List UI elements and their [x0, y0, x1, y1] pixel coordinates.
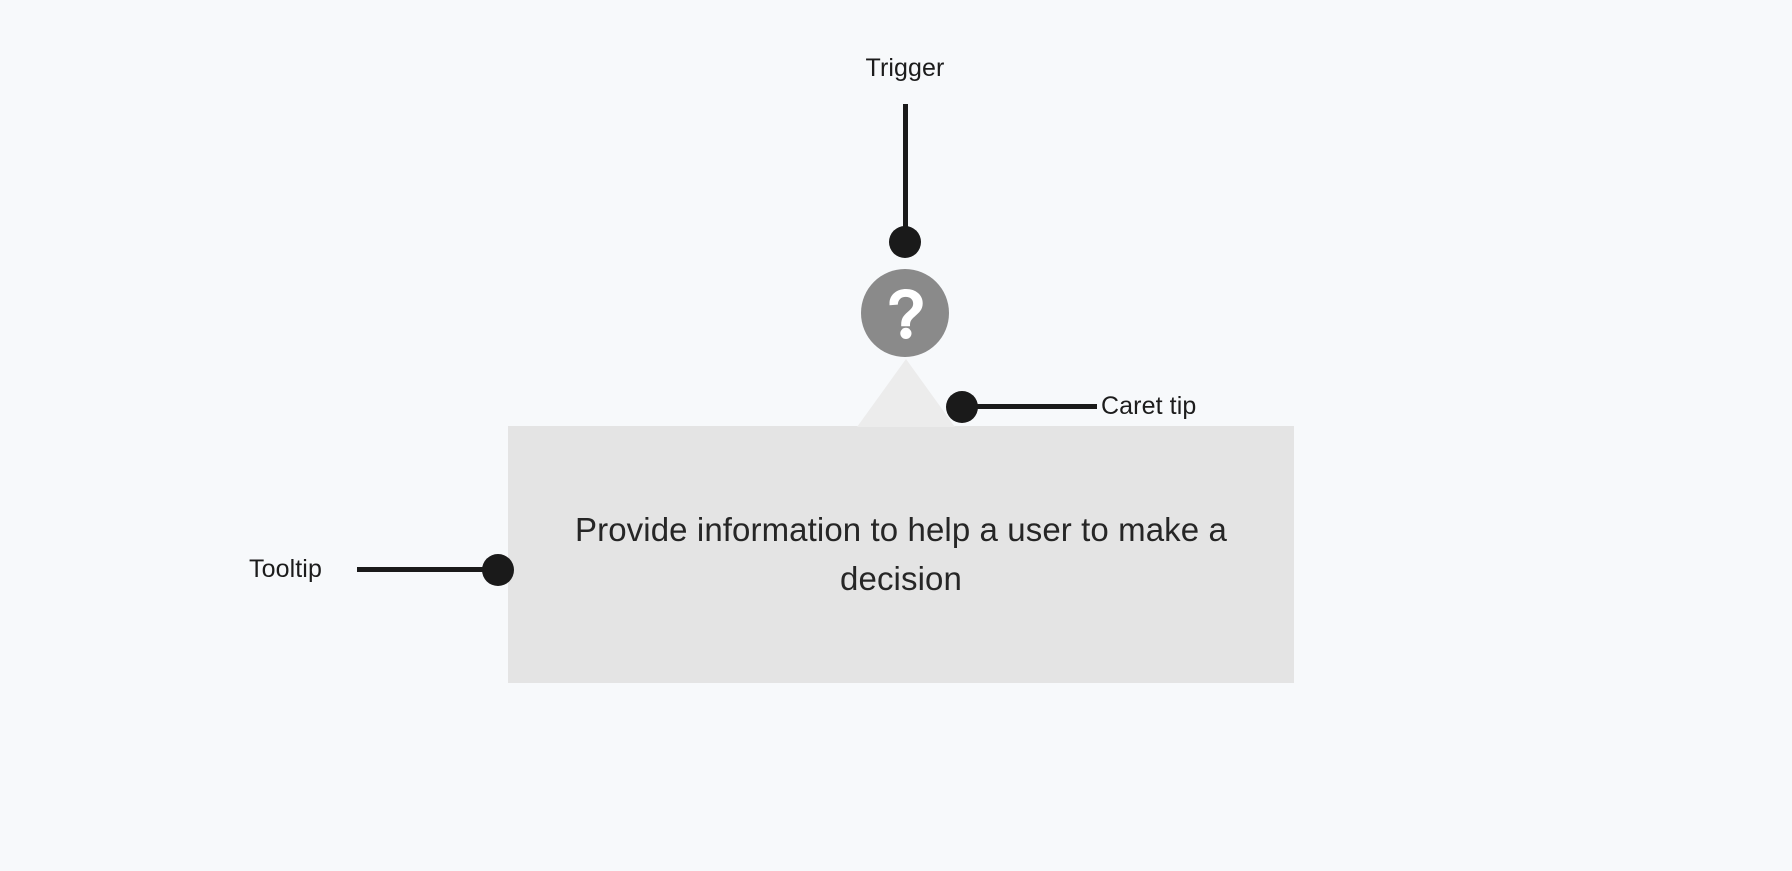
annotation-leader-line-caret-tip [962, 404, 1097, 409]
tooltip-body: Provide information to help a user to ma… [508, 426, 1294, 683]
tooltip-caret [857, 359, 955, 427]
annotation-label-trigger: Trigger [865, 54, 945, 82]
annotation-dot-trigger [889, 226, 921, 258]
annotation-label-caret-tip: Caret tip [1101, 392, 1197, 420]
question-mark-circle-icon[interactable] [861, 269, 949, 357]
annotation-leader-line-trigger [903, 104, 908, 244]
annotation-leader-line-tooltip [357, 567, 499, 572]
tooltip-body-text: Provide information to help a user to ma… [575, 510, 1227, 597]
question-mark-glyph [889, 289, 923, 339]
annotation-label-tooltip: Tooltip [249, 555, 322, 583]
